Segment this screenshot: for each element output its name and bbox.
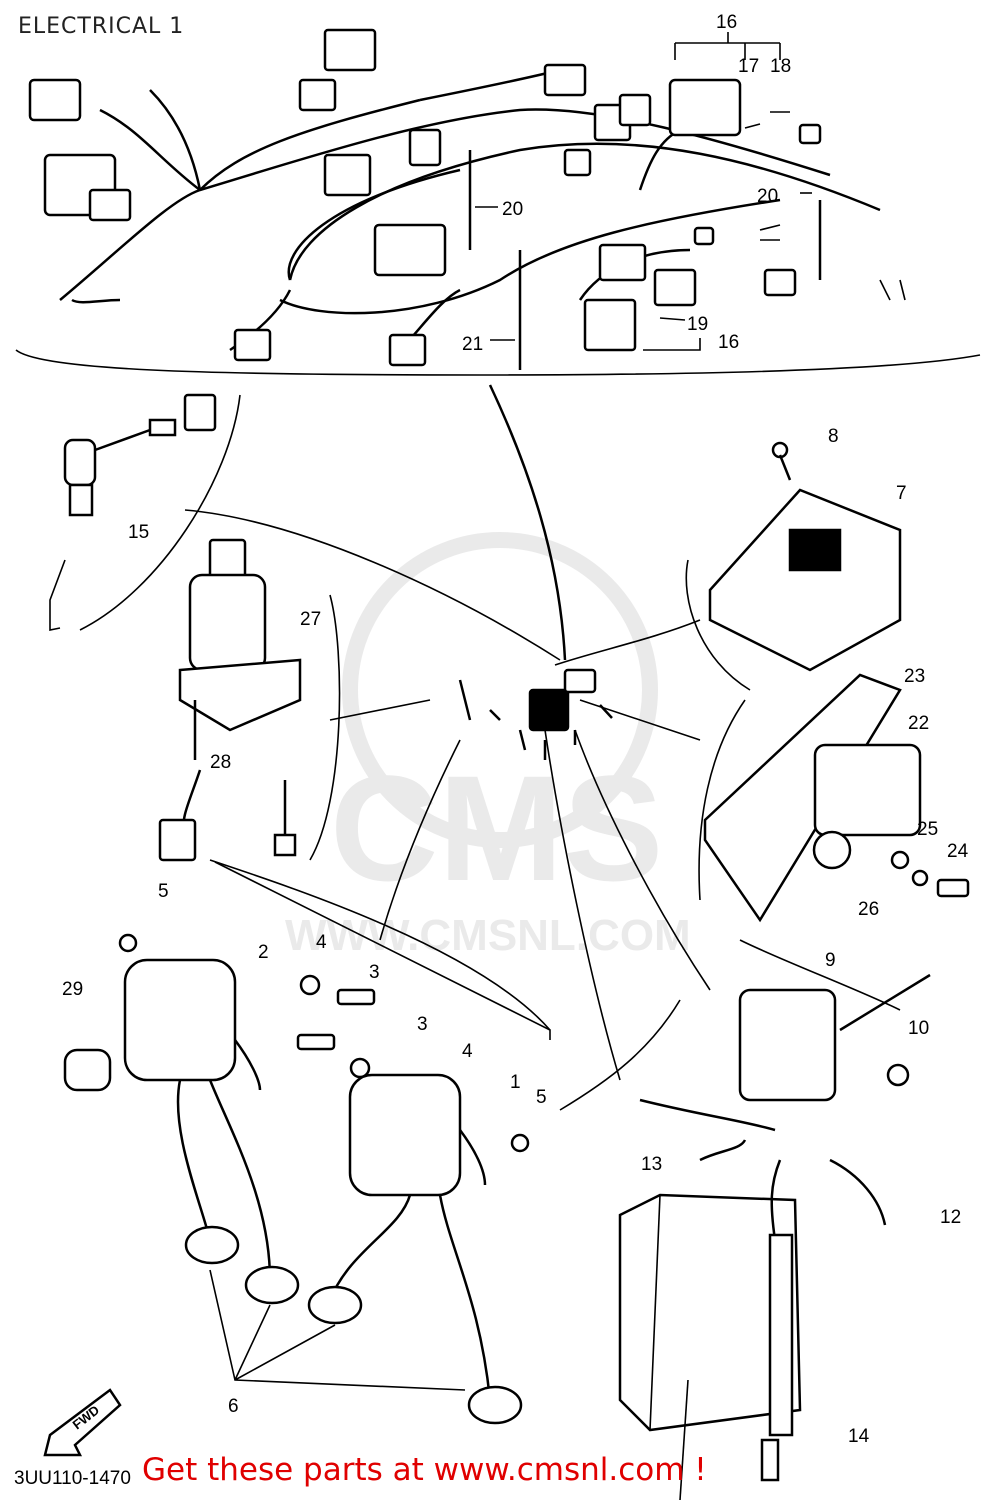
callout-22: 22 — [908, 713, 929, 734]
callout-28: 28 — [210, 752, 231, 773]
callout-23: 23 — [904, 666, 925, 687]
callout-4-bottom: 4 — [462, 1041, 473, 1062]
callout-1: 1 — [510, 1072, 521, 1093]
callout-21: 21 — [462, 334, 483, 355]
callout-20-right: 20 — [757, 186, 778, 207]
callout-27: 27 — [300, 609, 321, 630]
callout-15: 15 — [128, 522, 149, 543]
callout-16-bottom: 16 — [718, 332, 739, 353]
callout-17: 17 — [738, 56, 759, 77]
callout-13: 13 — [641, 1154, 662, 1175]
watermark-url: WWW.CMSNL.COM — [285, 911, 691, 960]
middle-section — [49, 384, 970, 1111]
junction-box — [528, 688, 570, 732]
callout-24: 24 — [947, 841, 969, 862]
callout-5-bottom: 5 — [536, 1087, 547, 1108]
promo-link-text[interactable]: Get these parts at www.cmsnl.com ! — [142, 1452, 707, 1488]
diagram-code: 3UU110-1470 — [14, 1468, 131, 1489]
watermark-logo-text: CMS — [330, 744, 663, 912]
callout-14: 14 — [848, 1426, 870, 1447]
watermark: CMS WWW.CMSNL.COM — [285, 532, 691, 960]
callout-6: 6 — [228, 1396, 239, 1417]
callout-3-top: 3 — [369, 962, 380, 983]
callout-26: 26 — [858, 899, 879, 920]
cdi-unit — [708, 441, 902, 672]
neutral-switch — [49, 393, 217, 631]
small-connector — [563, 668, 597, 694]
callout-5-top: 5 — [158, 881, 169, 902]
battery — [618, 1098, 887, 1500]
callout-12: 12 — [940, 1207, 961, 1228]
callout-16-top: 16 — [716, 12, 737, 33]
callout-3-bottom: 3 — [417, 1014, 428, 1035]
callout-10: 10 — [908, 1018, 929, 1039]
callout-9: 9 — [825, 950, 836, 971]
callout-19: 19 — [687, 314, 708, 335]
coil-1 — [348, 1073, 462, 1197]
coil-2 — [123, 958, 237, 1082]
regulator-plate — [703, 673, 970, 923]
callout-29: 29 — [62, 979, 83, 1000]
callout-4-top: 4 — [316, 932, 327, 953]
callout-7: 7 — [896, 483, 907, 504]
wire-harness-assembly — [15, 28, 981, 376]
callout-18: 18 — [770, 56, 791, 77]
callout-8: 8 — [828, 426, 839, 447]
callouts: 16 17 18 20 20 21 19 16 8 7 15 27 23 22 … — [14, 12, 969, 1489]
starter-relay — [738, 973, 931, 1102]
callout-2: 2 — [258, 942, 269, 963]
forward-direction-arrow: FWD — [43, 1388, 122, 1457]
ignition-coils — [63, 861, 551, 1425]
diagram-title: ELECTRICAL 1 — [18, 14, 185, 39]
callout-20-left: 20 — [502, 199, 523, 220]
main-switch — [158, 538, 302, 862]
callout-25: 25 — [917, 819, 938, 840]
